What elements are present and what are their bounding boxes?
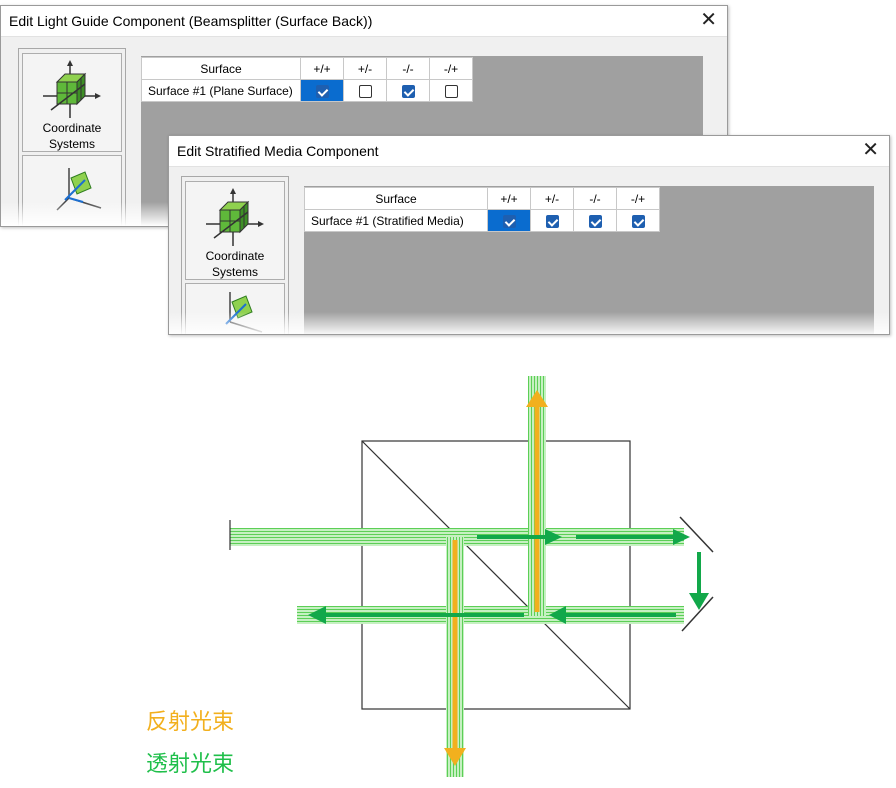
top-mirror xyxy=(679,516,714,553)
coordinate-systems-button[interactable]: Coordinate Systems xyxy=(185,181,285,280)
column-header-pm: +/- xyxy=(530,187,574,210)
coordinate-cube-icon xyxy=(206,188,264,246)
checkbox-mm[interactable] xyxy=(401,84,415,98)
legend-transmitted: 透射光束 xyxy=(146,752,235,777)
coordinate-systems-label: Coordinate Systems xyxy=(186,248,284,280)
green-arrow-right-2 xyxy=(576,529,690,545)
legend-reflected: 反射光束 xyxy=(146,710,235,735)
checkbox-mp[interactable] xyxy=(444,84,458,98)
column-header-surface: Surface xyxy=(141,57,301,80)
checkbox-mp[interactable] xyxy=(631,214,645,228)
stratified-media-dialog: Edit Stratified Media Component ✕ Coordi… xyxy=(168,135,890,335)
label-line-1: Coordinate xyxy=(42,121,102,135)
column-header-pm: +/- xyxy=(343,57,387,80)
fade-overlay xyxy=(169,312,889,334)
green-arrow-left-1 xyxy=(549,606,676,624)
sidebar: Coordinate Systems xyxy=(18,48,126,226)
title-bar: Edit Stratified Media Component ✕ xyxy=(169,136,889,167)
cell-mm[interactable] xyxy=(386,79,430,102)
row-label: Surface #1 (Stratified Media) xyxy=(304,209,488,232)
close-icon[interactable]: ✕ xyxy=(862,139,879,161)
green-arrow-left-2 xyxy=(308,606,524,624)
row-label: Surface #1 (Plane Surface) xyxy=(141,79,301,102)
bottom-mirror xyxy=(681,596,714,632)
checkbox-pm[interactable] xyxy=(545,214,559,228)
table-row: Surface #1 (Stratified Media) xyxy=(304,209,660,232)
close-icon[interactable]: ✕ xyxy=(700,9,717,31)
cell-pm[interactable] xyxy=(343,79,387,102)
green-arrow-down xyxy=(689,552,709,610)
coordinate-systems-label: Coordinate Systems xyxy=(23,120,121,152)
table-header-row: Surface +/+ +/- -/- -/+ xyxy=(304,187,660,210)
beamsplitter-cube xyxy=(361,440,631,710)
checkbox-pp[interactable] xyxy=(315,84,329,98)
title-bar: Edit Light Guide Component (Beamsplitter… xyxy=(1,6,727,37)
cell-mp[interactable] xyxy=(429,79,473,102)
surface-table: Surface +/+ +/- -/- -/+ Surface #1 (Plan… xyxy=(141,57,473,102)
column-header-mp: -/+ xyxy=(429,57,473,80)
cell-pp[interactable] xyxy=(487,209,531,232)
checkbox-pp[interactable] xyxy=(502,214,516,228)
green-arrow-right-1 xyxy=(477,529,562,545)
label-line-2: Systems xyxy=(211,265,258,279)
input-beam xyxy=(230,528,452,546)
label-line-1: Coordinate xyxy=(205,249,265,263)
transmitted-beam-right xyxy=(452,528,684,546)
splitter-diagonal xyxy=(361,440,631,710)
label-line-2: Systems xyxy=(48,137,95,151)
dialog-title: Edit Light Guide Component (Beamsplitter… xyxy=(9,13,373,29)
cell-pm[interactable] xyxy=(530,209,574,232)
coordinate-systems-button[interactable]: Coordinate Systems xyxy=(22,53,122,152)
reflected-beam-down xyxy=(444,540,466,766)
checkbox-pm[interactable] xyxy=(358,84,372,98)
table-header-row: Surface +/+ +/- -/- -/+ xyxy=(141,57,473,80)
column-header-pp: +/+ xyxy=(487,187,531,210)
surface-table: Surface +/+ +/- -/- -/+ Surface #1 (Stra… xyxy=(304,187,660,232)
table-row: Surface #1 (Plane Surface) xyxy=(141,79,473,102)
dialog-title: Edit Stratified Media Component xyxy=(177,143,379,159)
reflected-beam-up xyxy=(526,390,548,612)
cell-mp[interactable] xyxy=(616,209,660,232)
coordinate-cube-icon xyxy=(43,60,101,118)
column-header-mp: -/+ xyxy=(616,187,660,210)
checkbox-mm[interactable] xyxy=(588,214,602,228)
column-header-surface: Surface xyxy=(304,187,488,210)
cell-pp[interactable] xyxy=(300,79,344,102)
